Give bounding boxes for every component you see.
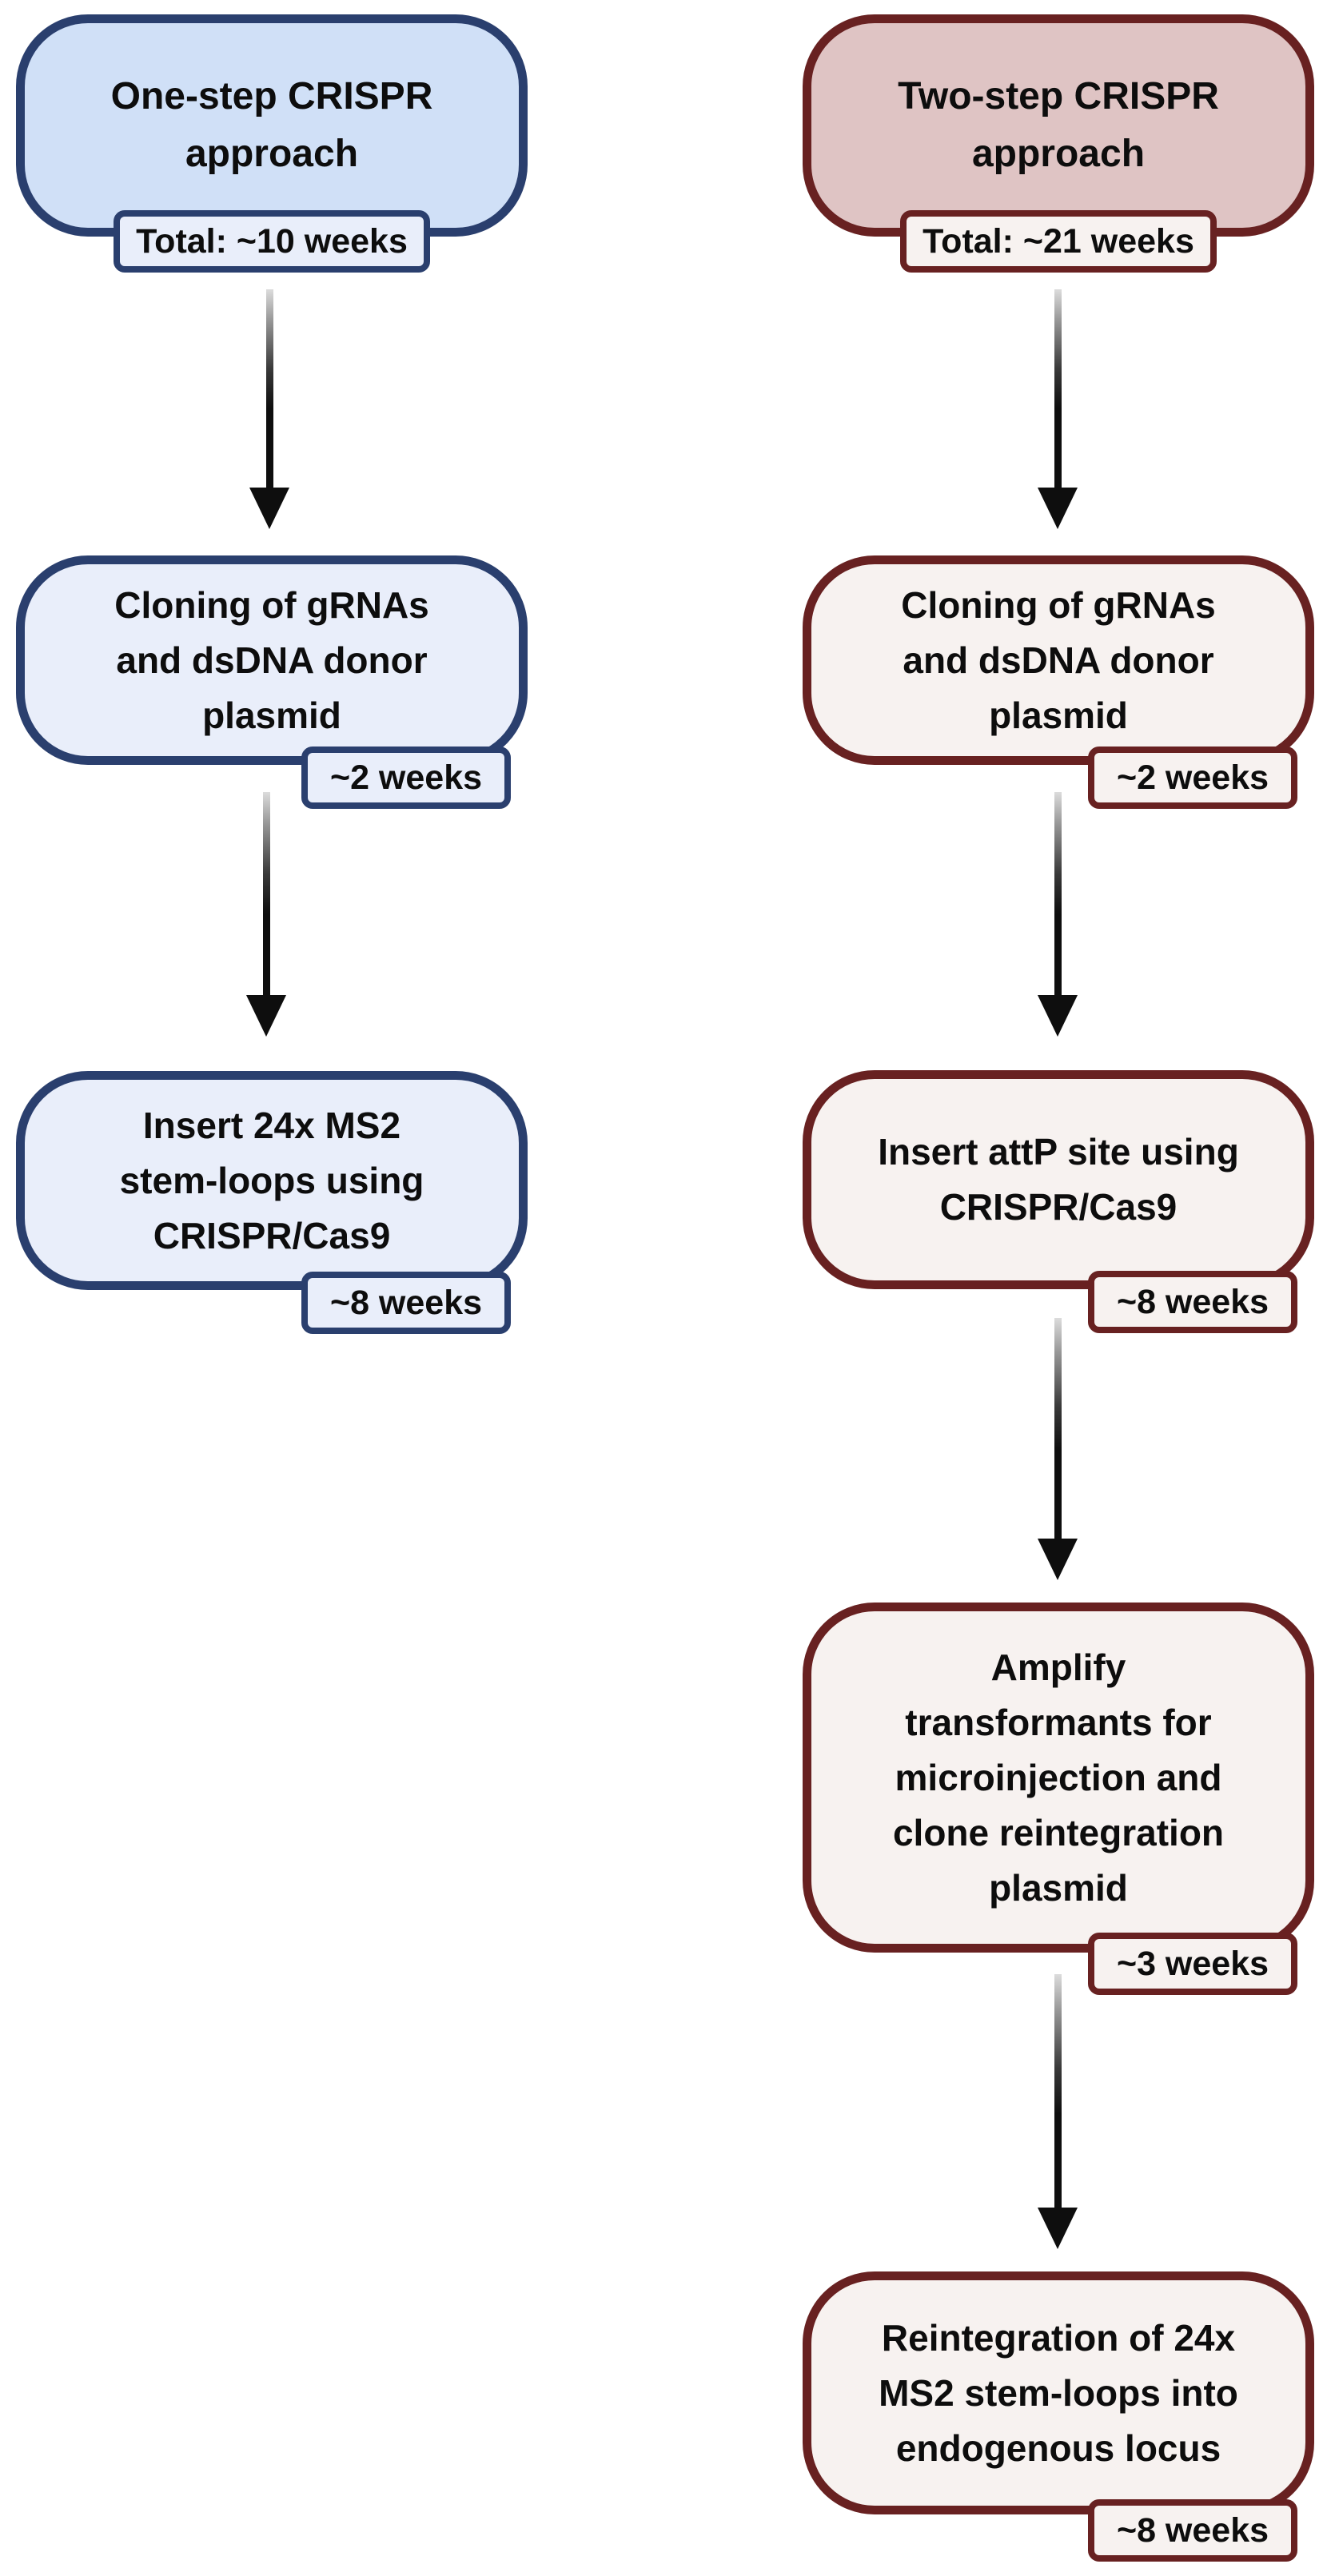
two-step-cloning-title: Cloning of gRNAs and dsDNA donor plasmid xyxy=(901,583,1216,736)
two-step-reintegration-duration-badge: ~8 weeks xyxy=(1088,2499,1297,2562)
arrow-down-icon xyxy=(1038,1974,1078,2249)
one-step-total-badge: Total: ~10 weeks xyxy=(114,210,430,273)
two-step-insert-attp-title: Insert attP site using CRISPR/Cas9 xyxy=(878,1131,1239,1228)
one-step-insert-ms2-duration-badge: ~8 weeks xyxy=(301,1272,511,1334)
one-step-cloning-box: Cloning of gRNAs and dsDNA donor plasmid… xyxy=(16,555,528,809)
two-step-total-badge: Total: ~21 weeks xyxy=(900,210,1217,273)
one-step-header-title: One-step CRISPR approach xyxy=(110,75,433,175)
arrow-down-icon xyxy=(1038,792,1078,1037)
arrow-shaft xyxy=(1054,289,1062,488)
two-step-header-title: Two-step CRISPR approach xyxy=(898,75,1219,175)
arrow-shaft xyxy=(1054,1318,1062,1539)
one-step-insert-ms2-title: Insert 24x MS2 stem-loops using CRISPR/C… xyxy=(119,1104,424,1256)
two-step-amplify-box: Amplify transformants for microinjection… xyxy=(803,1603,1314,1995)
arrow-shaft xyxy=(1054,792,1062,995)
two-step-header-box: Two-step CRISPR approach Total: ~21 week… xyxy=(803,14,1314,273)
two-step-cloning-box: Cloning of gRNAs and dsDNA donor plasmid… xyxy=(803,555,1314,809)
arrow-head xyxy=(1038,488,1078,529)
arrow-head xyxy=(249,488,289,529)
arrow-down-icon xyxy=(246,792,286,1037)
arrow-down-icon xyxy=(249,289,289,529)
one-step-header-box: One-step CRISPR approach Total: ~10 week… xyxy=(16,14,528,273)
arrow-shaft xyxy=(265,289,273,488)
two-step-reintegration-box: Reintegration of 24x MS2 stem-loops into… xyxy=(803,2271,1314,2562)
arrow-head xyxy=(1038,2208,1078,2249)
two-step-cloning-duration-badge: ~2 weeks xyxy=(1088,747,1297,809)
one-step-cloning-duration-badge: ~2 weeks xyxy=(301,747,511,809)
one-step-insert-ms2-box: Insert 24x MS2 stem-loops using CRISPR/C… xyxy=(16,1071,528,1334)
two-step-insert-attp-box: Insert attP site using CRISPR/Cas9 ~8 we… xyxy=(803,1070,1314,1333)
one-step-cloning-title: Cloning of gRNAs and dsDNA donor plasmid xyxy=(114,583,429,736)
two-step-amplify-duration-badge: ~3 weeks xyxy=(1088,1933,1297,1995)
arrow-down-icon xyxy=(1038,1318,1078,1580)
two-step-amplify-title: Amplify transformants for microinjection… xyxy=(892,1646,1225,1909)
two-step-reintegration-title: Reintegration of 24x MS2 stem-loops into… xyxy=(879,2316,1238,2469)
arrow-head xyxy=(1038,995,1078,1037)
arrow-down-icon xyxy=(1038,289,1078,529)
arrow-shaft xyxy=(262,792,270,995)
arrow-shaft xyxy=(1054,1974,1062,2208)
arrow-head xyxy=(1038,1539,1078,1580)
arrow-head xyxy=(246,995,286,1037)
two-step-insert-attp-duration-badge: ~8 weeks xyxy=(1088,1271,1297,1333)
